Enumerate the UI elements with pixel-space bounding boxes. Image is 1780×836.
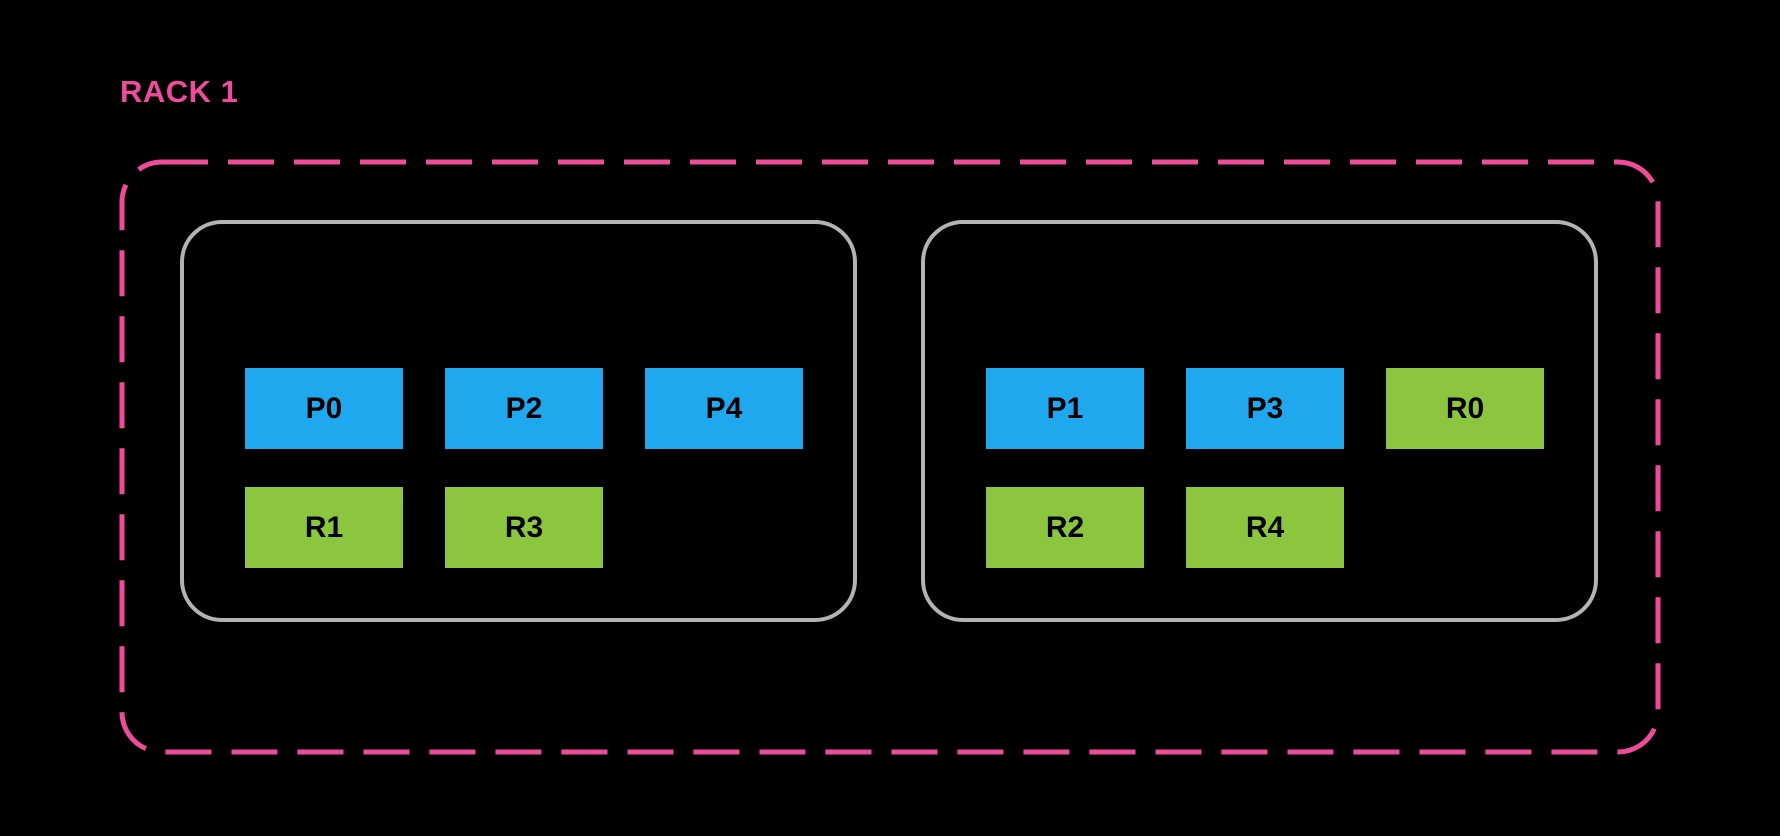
rack-label: RACK 1 (120, 74, 239, 109)
shard-r1: R1 (245, 487, 403, 568)
shard-r4: R4 (1186, 487, 1344, 568)
shard-p2: P2 (445, 368, 603, 449)
shard-r0: R0 (1386, 368, 1544, 449)
shard-p0: P0 (245, 368, 403, 449)
rack-dashed-boundary (119, 159, 1661, 755)
shard-r2: R2 (986, 487, 1144, 568)
node-2: P1 P3 R0 R2 R4 (921, 220, 1598, 622)
shard-p4: P4 (645, 368, 803, 449)
shard-p1: P1 (986, 368, 1144, 449)
node-1: P0 P2 P4 R1 R3 (180, 220, 857, 622)
shard-p3: P3 (1186, 368, 1344, 449)
shard-r3: R3 (445, 487, 603, 568)
